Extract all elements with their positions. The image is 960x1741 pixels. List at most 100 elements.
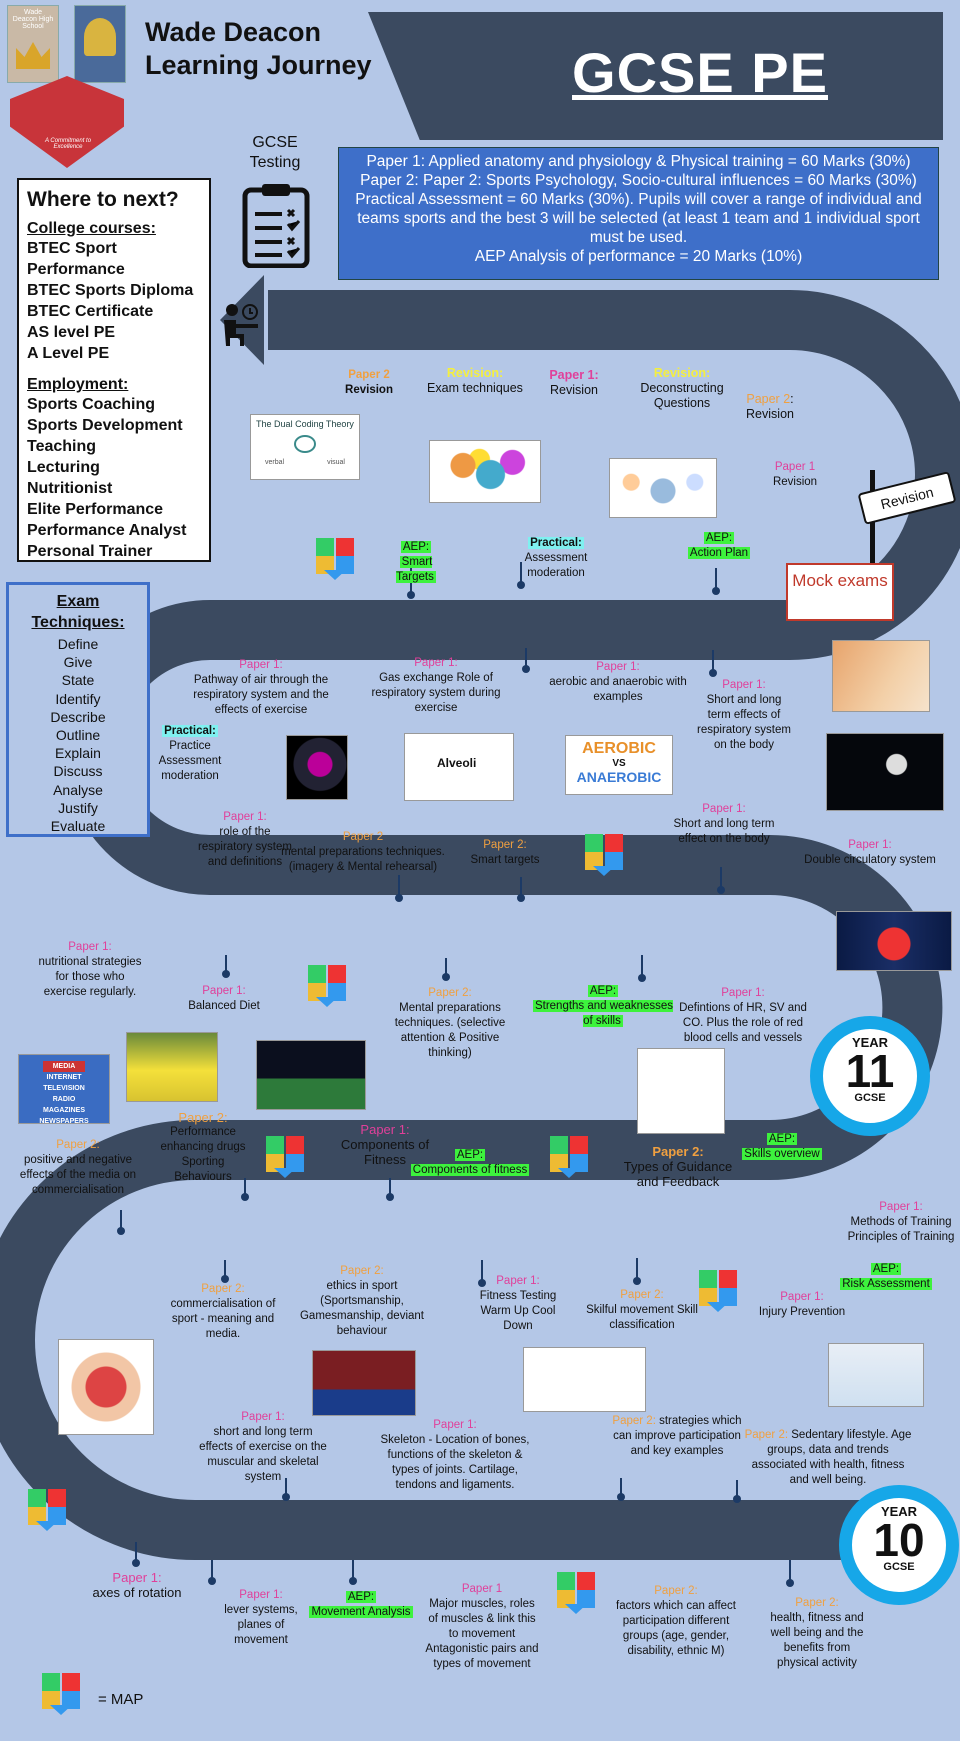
practical-label: Practical:Assessment moderation bbox=[516, 536, 596, 581]
topic-key: Paper 2: bbox=[744, 1429, 789, 1441]
topic-label: Paper 2: Sedentary lifestyle. Age groups… bbox=[742, 1428, 914, 1488]
timeline-pin bbox=[132, 1542, 140, 1567]
topic-label: Paper 1:short and long term effects of e… bbox=[196, 1410, 330, 1485]
heart-circulatory-image bbox=[836, 911, 952, 971]
year-10-badge: YEAR 10 GCSE bbox=[839, 1485, 959, 1605]
employment-item: Elite Performance bbox=[27, 501, 164, 518]
timeline-pin bbox=[617, 1478, 625, 1501]
aep-label: AEP:Components of fitness bbox=[410, 1148, 530, 1178]
topic-key: Paper 2: bbox=[795, 1597, 839, 1609]
topic-key: Paper 1: bbox=[241, 1411, 285, 1423]
timeline-pin bbox=[709, 650, 717, 677]
college-item: AS level PE bbox=[27, 324, 116, 341]
aep-text: Skills overview bbox=[742, 1148, 822, 1160]
college-item: BTEC Certificate bbox=[27, 303, 154, 320]
banner-title: GCSE PE bbox=[572, 41, 828, 104]
exam-word: Outline bbox=[55, 727, 101, 744]
topic-text: Short and long term effect on the body bbox=[673, 818, 775, 845]
exam-word: Describe bbox=[50, 708, 106, 725]
runner-sweating-image bbox=[832, 640, 930, 712]
topic-label: Paper 2:Mental preparations techniques. … bbox=[386, 986, 514, 1061]
aep-text: Movement Analysis bbox=[309, 1606, 413, 1618]
topic-key: Paper 2: bbox=[178, 1110, 228, 1125]
aep-label: AEP: Skills overview bbox=[742, 1132, 822, 1162]
timeline-pin bbox=[241, 1178, 249, 1201]
aep-key: AEP: bbox=[766, 1133, 798, 1145]
assessment-puzzle-icon bbox=[266, 1136, 304, 1178]
topic-text: Gas exchange Role of respiratory system … bbox=[371, 672, 501, 714]
anaerobic-label: ANAEROBIC bbox=[576, 769, 662, 785]
timeline-pin bbox=[633, 1258, 641, 1285]
topic-text: Mental preparations techniques. (selecti… bbox=[394, 1002, 506, 1059]
topic-text: Defintions of HR, SV and CO. Plus the ro… bbox=[679, 1002, 807, 1044]
practical-key: Practical: bbox=[528, 537, 584, 549]
aep-label: AEP: Movement Analysis bbox=[306, 1590, 416, 1620]
topic-text: Major muscles, roles of muscles & link t… bbox=[425, 1598, 539, 1670]
school-crest-logo: Wade Deacon High School bbox=[7, 5, 59, 83]
employment-item: Teaching bbox=[27, 438, 97, 455]
employment-item: Lecturing bbox=[27, 459, 100, 476]
topic-label: Paper 1:Skeleton - Location of bones, fu… bbox=[378, 1418, 532, 1493]
topic-text: lever systems, planes of movement bbox=[224, 1604, 298, 1646]
topic-text: nutritional strategies for those who exe… bbox=[38, 956, 142, 998]
topic-label: Paper 1: lever systems, planes of movemen… bbox=[222, 1588, 300, 1648]
college-heading: College courses: bbox=[27, 220, 156, 237]
exam-techniques-box: Exam Techniques: Define Give State Ident… bbox=[6, 582, 150, 837]
map-legend-puzzle-icon bbox=[42, 1673, 80, 1715]
exam-word: Discuss bbox=[53, 763, 103, 780]
timeline-pin bbox=[733, 1480, 741, 1503]
topic-key: Paper 1: bbox=[223, 811, 267, 823]
aep-key: AEP: bbox=[345, 1591, 377, 1603]
employment-item: Personal Trainer bbox=[27, 543, 153, 560]
year-number: 10 bbox=[873, 1514, 925, 1566]
aep-text: Risk Assessment bbox=[840, 1278, 932, 1290]
topic-label: Paper 1:Components of Fitness bbox=[336, 1122, 434, 1167]
assessment-puzzle-icon bbox=[585, 834, 623, 876]
badminton-player-image bbox=[826, 733, 944, 811]
aerobic-vs-anaerobic-image: AEROBIC VS ANAEROBIC bbox=[565, 735, 673, 795]
assessment-puzzle-icon bbox=[550, 1136, 588, 1178]
timeline-pin bbox=[522, 648, 530, 673]
topic-text: axes of rotation bbox=[92, 1585, 182, 1600]
topic-text: aerobic and anaerobic with examples bbox=[549, 676, 687, 703]
topic-key: Paper 1: bbox=[239, 1589, 283, 1601]
college-item: BTEC Sport Performance bbox=[27, 240, 125, 278]
aep-line: AEP Analysis of performance = 20 Marks (… bbox=[474, 248, 803, 265]
where-next-box: Where to next? College courses: BTEC Spo… bbox=[17, 178, 211, 562]
practical-key: Practical: bbox=[162, 725, 218, 737]
paper1-line: Paper 1: Applied anatomy and physiology … bbox=[366, 153, 911, 170]
student-at-desk-icon bbox=[224, 304, 258, 346]
aep-text: Action Plan bbox=[687, 547, 751, 559]
timeline-pin bbox=[349, 1560, 357, 1585]
topic-text: factors which can affect participation d… bbox=[616, 1600, 736, 1657]
topic-key: Paper 1: bbox=[848, 839, 892, 851]
skeleton-image bbox=[58, 1339, 154, 1435]
topic-label: Paper 1:Short and long term effect on th… bbox=[672, 802, 776, 847]
question-mindmap-image bbox=[609, 458, 717, 518]
assessment-puzzle-icon bbox=[699, 1270, 737, 1312]
topic-label: Paper 2:Skilful movement Skill classific… bbox=[586, 1288, 698, 1333]
beehive-icon bbox=[84, 18, 116, 56]
employment-item: Sports Development bbox=[27, 417, 183, 434]
media-word: INTERNET bbox=[46, 1074, 82, 1081]
topic-label: Paper 1:Short and long term effects of r… bbox=[694, 678, 794, 753]
colorful-brain-image bbox=[429, 440, 541, 503]
topic-label: Paper 2:positive and negative effects of… bbox=[16, 1138, 140, 1198]
topic-label: Paper 1:role of the respiratory system a… bbox=[192, 810, 298, 870]
brain-icon bbox=[294, 435, 316, 453]
exam-word: Evaluate bbox=[50, 818, 106, 835]
aep-text: Components of fitness bbox=[410, 1164, 530, 1176]
topic-key: Paper 2 bbox=[342, 831, 384, 843]
timeline-pin bbox=[638, 955, 646, 982]
topic-text: Skeleton - Location of bones, functions … bbox=[380, 1434, 530, 1491]
year-label: YEAR bbox=[880, 1504, 918, 1519]
topic-key: Paper 2: bbox=[56, 1139, 100, 1151]
topic-text: Performance enhancing drugs Sporting Beh… bbox=[160, 1126, 246, 1183]
aep-key: AEP: bbox=[870, 1263, 902, 1275]
title-line2: Learning Journey bbox=[145, 50, 372, 80]
aep-text: Smart Targets bbox=[396, 556, 436, 583]
